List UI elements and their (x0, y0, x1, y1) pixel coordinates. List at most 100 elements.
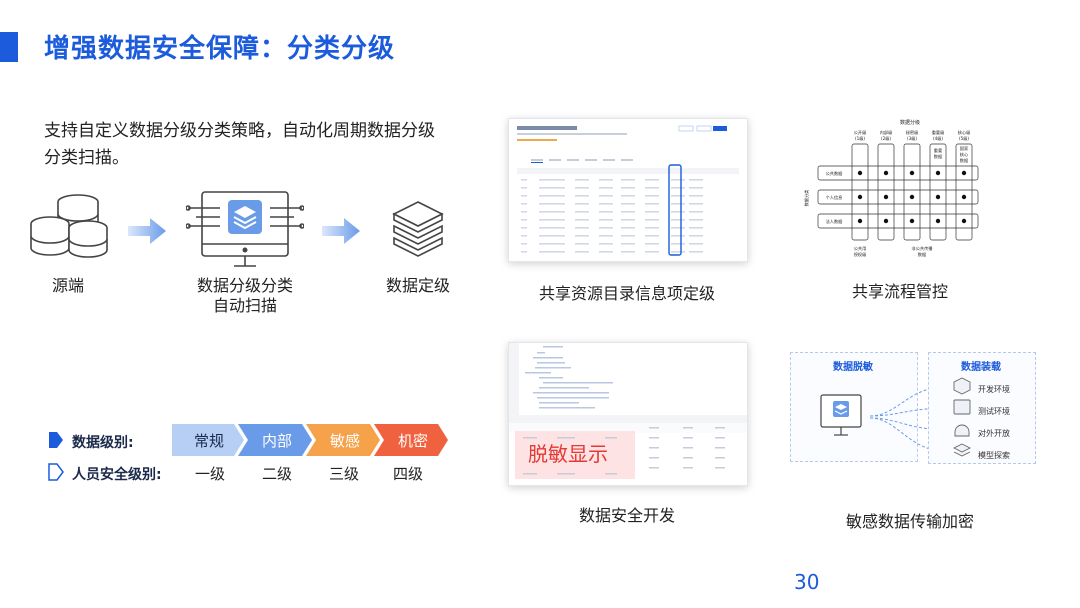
data-level-2: 内部 (261, 431, 292, 450)
table-cell-placeholder (671, 187, 685, 189)
personnel-level-4: 四级 (392, 465, 423, 483)
scan-label: 数据分级分类 自动扫描 (186, 276, 304, 316)
table-cell-placeholder (521, 195, 527, 197)
svg-text:公共数据: 公共数据 (826, 170, 843, 177)
table-cell-placeholder (645, 251, 659, 253)
table-cell-placeholder (689, 235, 703, 237)
table-cell-placeholder (539, 179, 565, 181)
svg-text:法人数据: 法人数据 (826, 218, 843, 225)
table-cell-placeholder (599, 243, 613, 245)
table-cell-placeholder (599, 227, 613, 229)
personnel-level-marker-icon (48, 463, 64, 481)
svg-text:内部级: 内部级 (880, 129, 893, 136)
chevron-sensitive (306, 424, 380, 456)
table-cell-placeholder (645, 235, 659, 237)
data-level-marker-icon (49, 432, 63, 448)
page-title: 增强数据安全保障：分类分级 (44, 34, 396, 64)
svg-text:重要级: 重要级 (932, 129, 945, 136)
table-cell-placeholder (599, 219, 613, 221)
table-cell-placeholder (645, 227, 659, 229)
table-cell-placeholder (539, 203, 565, 205)
level-chevron-bar (172, 424, 448, 456)
result-label: 数据定级 (385, 276, 450, 295)
table-cell-placeholder (599, 187, 613, 189)
personnel-level-2: 二级 (261, 465, 292, 483)
table-cell-placeholder (621, 227, 635, 229)
table-cell-placeholder (599, 195, 613, 197)
table-cell-placeholder (575, 235, 589, 237)
svg-text:(2级): (2级) (881, 135, 891, 142)
table-cell-placeholder (645, 219, 659, 221)
table-cell-placeholder (599, 235, 613, 237)
svg-text:(4级): (4级) (933, 135, 943, 142)
svg-text:核心级: 核心级 (958, 129, 971, 136)
table-cell-placeholder (521, 243, 527, 245)
source-label: 源端 (51, 276, 84, 295)
table-cell-placeholder (671, 203, 685, 205)
table-cell-placeholder (621, 203, 635, 205)
model-icon (952, 443, 972, 457)
table-cell-placeholder (689, 203, 703, 205)
table-cell-placeholder (521, 235, 527, 237)
table-cell-placeholder (621, 211, 635, 213)
table-cell-placeholder (671, 179, 685, 181)
table-cell-placeholder (575, 187, 589, 189)
table-cell-placeholder (671, 195, 685, 197)
description-text: 支持自定义数据分级分类策略，自动化周期数据分级分类扫描。 (44, 121, 435, 168)
transfer-caption: 敏感数据传输加密 (845, 512, 974, 531)
open-icon (954, 424, 970, 437)
table-cell-placeholder (671, 243, 685, 245)
table-cell-placeholder (539, 251, 565, 253)
data-level-4: 机密 (397, 431, 428, 450)
svg-text:数据: 数据 (960, 157, 968, 164)
svg-text:公开级: 公开级 (854, 129, 867, 136)
table-cell-placeholder (599, 211, 613, 213)
catalog-table-image (517, 125, 739, 256)
table-cell-placeholder (689, 243, 703, 245)
load-item-test: 测试环境 (978, 407, 1010, 416)
table-cell-placeholder (645, 179, 659, 181)
table-cell-placeholder (621, 235, 635, 237)
table-cell-placeholder (539, 235, 565, 237)
table-cell-placeholder (671, 251, 685, 253)
table-cell-placeholder (575, 203, 589, 205)
table-cell-placeholder (671, 227, 685, 229)
catalog-screenshot (508, 118, 748, 262)
table-cell-placeholder (575, 211, 589, 213)
scan-label-line2: 自动扫描 (212, 296, 277, 315)
svg-text:(3级): (3级) (907, 135, 917, 142)
monitor-mask-icon (820, 394, 862, 436)
table-cell-placeholder (575, 227, 589, 229)
table-cell-placeholder (599, 251, 613, 253)
load-item-dev: 开发环境 (978, 385, 1010, 394)
table-cell-placeholder (645, 243, 659, 245)
test-env-icon (953, 399, 971, 415)
table-cell-placeholder (539, 227, 565, 229)
svg-text:数据: 数据 (918, 251, 926, 258)
load-title: 数据装载 (961, 362, 1001, 373)
table-cell-placeholder (689, 211, 703, 213)
chevron-secret (374, 424, 448, 456)
table-cell-placeholder (521, 211, 527, 213)
title-accent-bar (0, 32, 18, 62)
table-cell-placeholder (671, 235, 685, 237)
table-cell-placeholder (575, 195, 589, 197)
svg-text:非公共传播: 非公共传播 (912, 245, 934, 252)
table-cell-placeholder (621, 243, 635, 245)
data-level-3: 敏感 (329, 431, 360, 450)
arrow-right-icon (128, 218, 166, 244)
dev-screenshot (508, 342, 748, 486)
table-cell-placeholder (689, 219, 703, 221)
table-cell-placeholder (539, 211, 565, 213)
svg-text:(5级): (5级) (959, 135, 969, 142)
table-cell-placeholder (599, 179, 613, 181)
data-level-label: 数据级别: (72, 435, 134, 451)
table-cell-placeholder (539, 219, 565, 221)
mask-title: 数据脱敏 (833, 362, 873, 373)
dev-caption: 数据安全开发 (578, 506, 675, 525)
table-cell-placeholder (521, 251, 527, 253)
personnel-level-1: 一级 (194, 465, 225, 483)
load-items: 开发环境 测试环境 对外开放 模型探索 (978, 379, 1010, 467)
monitor-scan-icon (186, 191, 304, 267)
svg-text:公共用: 公共用 (854, 245, 867, 252)
